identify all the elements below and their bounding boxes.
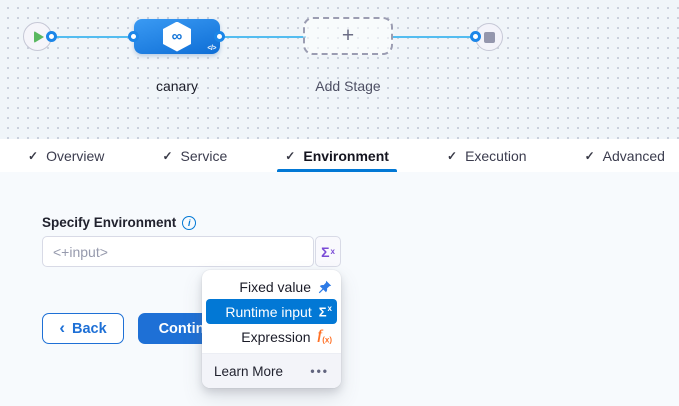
menu-item-label: Expression <box>241 328 311 345</box>
menu-item-label: Fixed value <box>239 278 311 295</box>
tab-label: Execution <box>465 147 527 164</box>
specify-environment-label: Specify Environment i <box>42 215 197 230</box>
port-start-out <box>46 31 57 42</box>
more-options-icon[interactable]: ••• <box>310 364 329 378</box>
learn-more-row[interactable]: Learn More ••• <box>202 353 341 388</box>
stage-tabbar: ✓ Overview ✓ Service ✓ Environment ✓ Exe… <box>0 139 679 172</box>
stop-icon <box>483 31 495 43</box>
back-button-label: Back <box>72 320 107 337</box>
learn-more-label: Learn More <box>214 363 284 379</box>
pin-icon <box>318 280 332 294</box>
fx-icon: f(x) <box>317 327 332 345</box>
tab-label: Advanced <box>602 147 665 164</box>
code-icon: </> <box>207 45 216 52</box>
environment-input[interactable] <box>42 236 314 267</box>
check-icon: ✓ <box>584 148 595 163</box>
port-stage-in <box>128 31 139 42</box>
tab-label: Overview <box>46 147 105 164</box>
check-icon: ✓ <box>285 148 296 163</box>
stage-node-canary[interactable]: ∞ </> <box>134 19 220 54</box>
sigma-icon: Σ <box>321 243 330 260</box>
check-icon: ✓ <box>28 148 39 163</box>
edge-start-to-stage <box>50 36 136 38</box>
infinity-glyph: ∞ <box>171 28 183 45</box>
back-button[interactable]: ‹ Back <box>42 313 124 344</box>
sigma-sup: x <box>330 247 335 256</box>
check-icon: ✓ <box>447 148 458 163</box>
menu-item-expression[interactable]: Expression f(x) <box>202 324 341 349</box>
sigma-icon: Σx <box>318 303 332 320</box>
input-type-dropdown: Fixed value Runtime input Σx Expression … <box>202 270 341 388</box>
menu-item-runtime-input[interactable]: Runtime input Σx <box>206 299 337 324</box>
canary-deployment-icon: ∞ <box>163 21 191 52</box>
tab-service[interactable]: ✓ Service <box>158 139 231 172</box>
tab-execution[interactable]: ✓ Execution <box>443 139 531 172</box>
pipeline-canvas[interactable]: ∞ </> + canary Add Stage <box>0 0 679 139</box>
edge-addstage-to-end <box>391 36 475 38</box>
check-icon: ✓ <box>162 148 173 163</box>
play-icon <box>34 30 44 43</box>
info-icon[interactable]: i <box>182 215 197 230</box>
field-label-text: Specify Environment <box>42 215 177 230</box>
add-stage-label: Add Stage <box>315 78 381 94</box>
plus-icon: + <box>341 24 355 47</box>
port-end-in <box>470 31 481 42</box>
edge-stage-to-addstage <box>220 36 306 38</box>
port-stage-out <box>214 31 225 42</box>
menu-item-fixed-value[interactable]: Fixed value <box>202 274 341 299</box>
menu-item-label: Runtime input <box>225 303 312 320</box>
tab-overview[interactable]: ✓ Overview <box>24 139 108 172</box>
tab-label: Service <box>180 147 228 164</box>
tab-environment[interactable]: ✓ Environment <box>277 139 397 172</box>
stage-name-label: canary <box>155 78 199 94</box>
tab-advanced[interactable]: ✓ Advanced <box>581 139 669 172</box>
tab-label: Environment <box>303 147 389 164</box>
environment-tab-panel: Specify Environment i Σx ‹ Back Continue… <box>0 172 679 406</box>
add-stage-button[interactable]: + <box>303 17 393 55</box>
dropdown-body: Fixed value Runtime input Σx Expression … <box>202 270 341 353</box>
